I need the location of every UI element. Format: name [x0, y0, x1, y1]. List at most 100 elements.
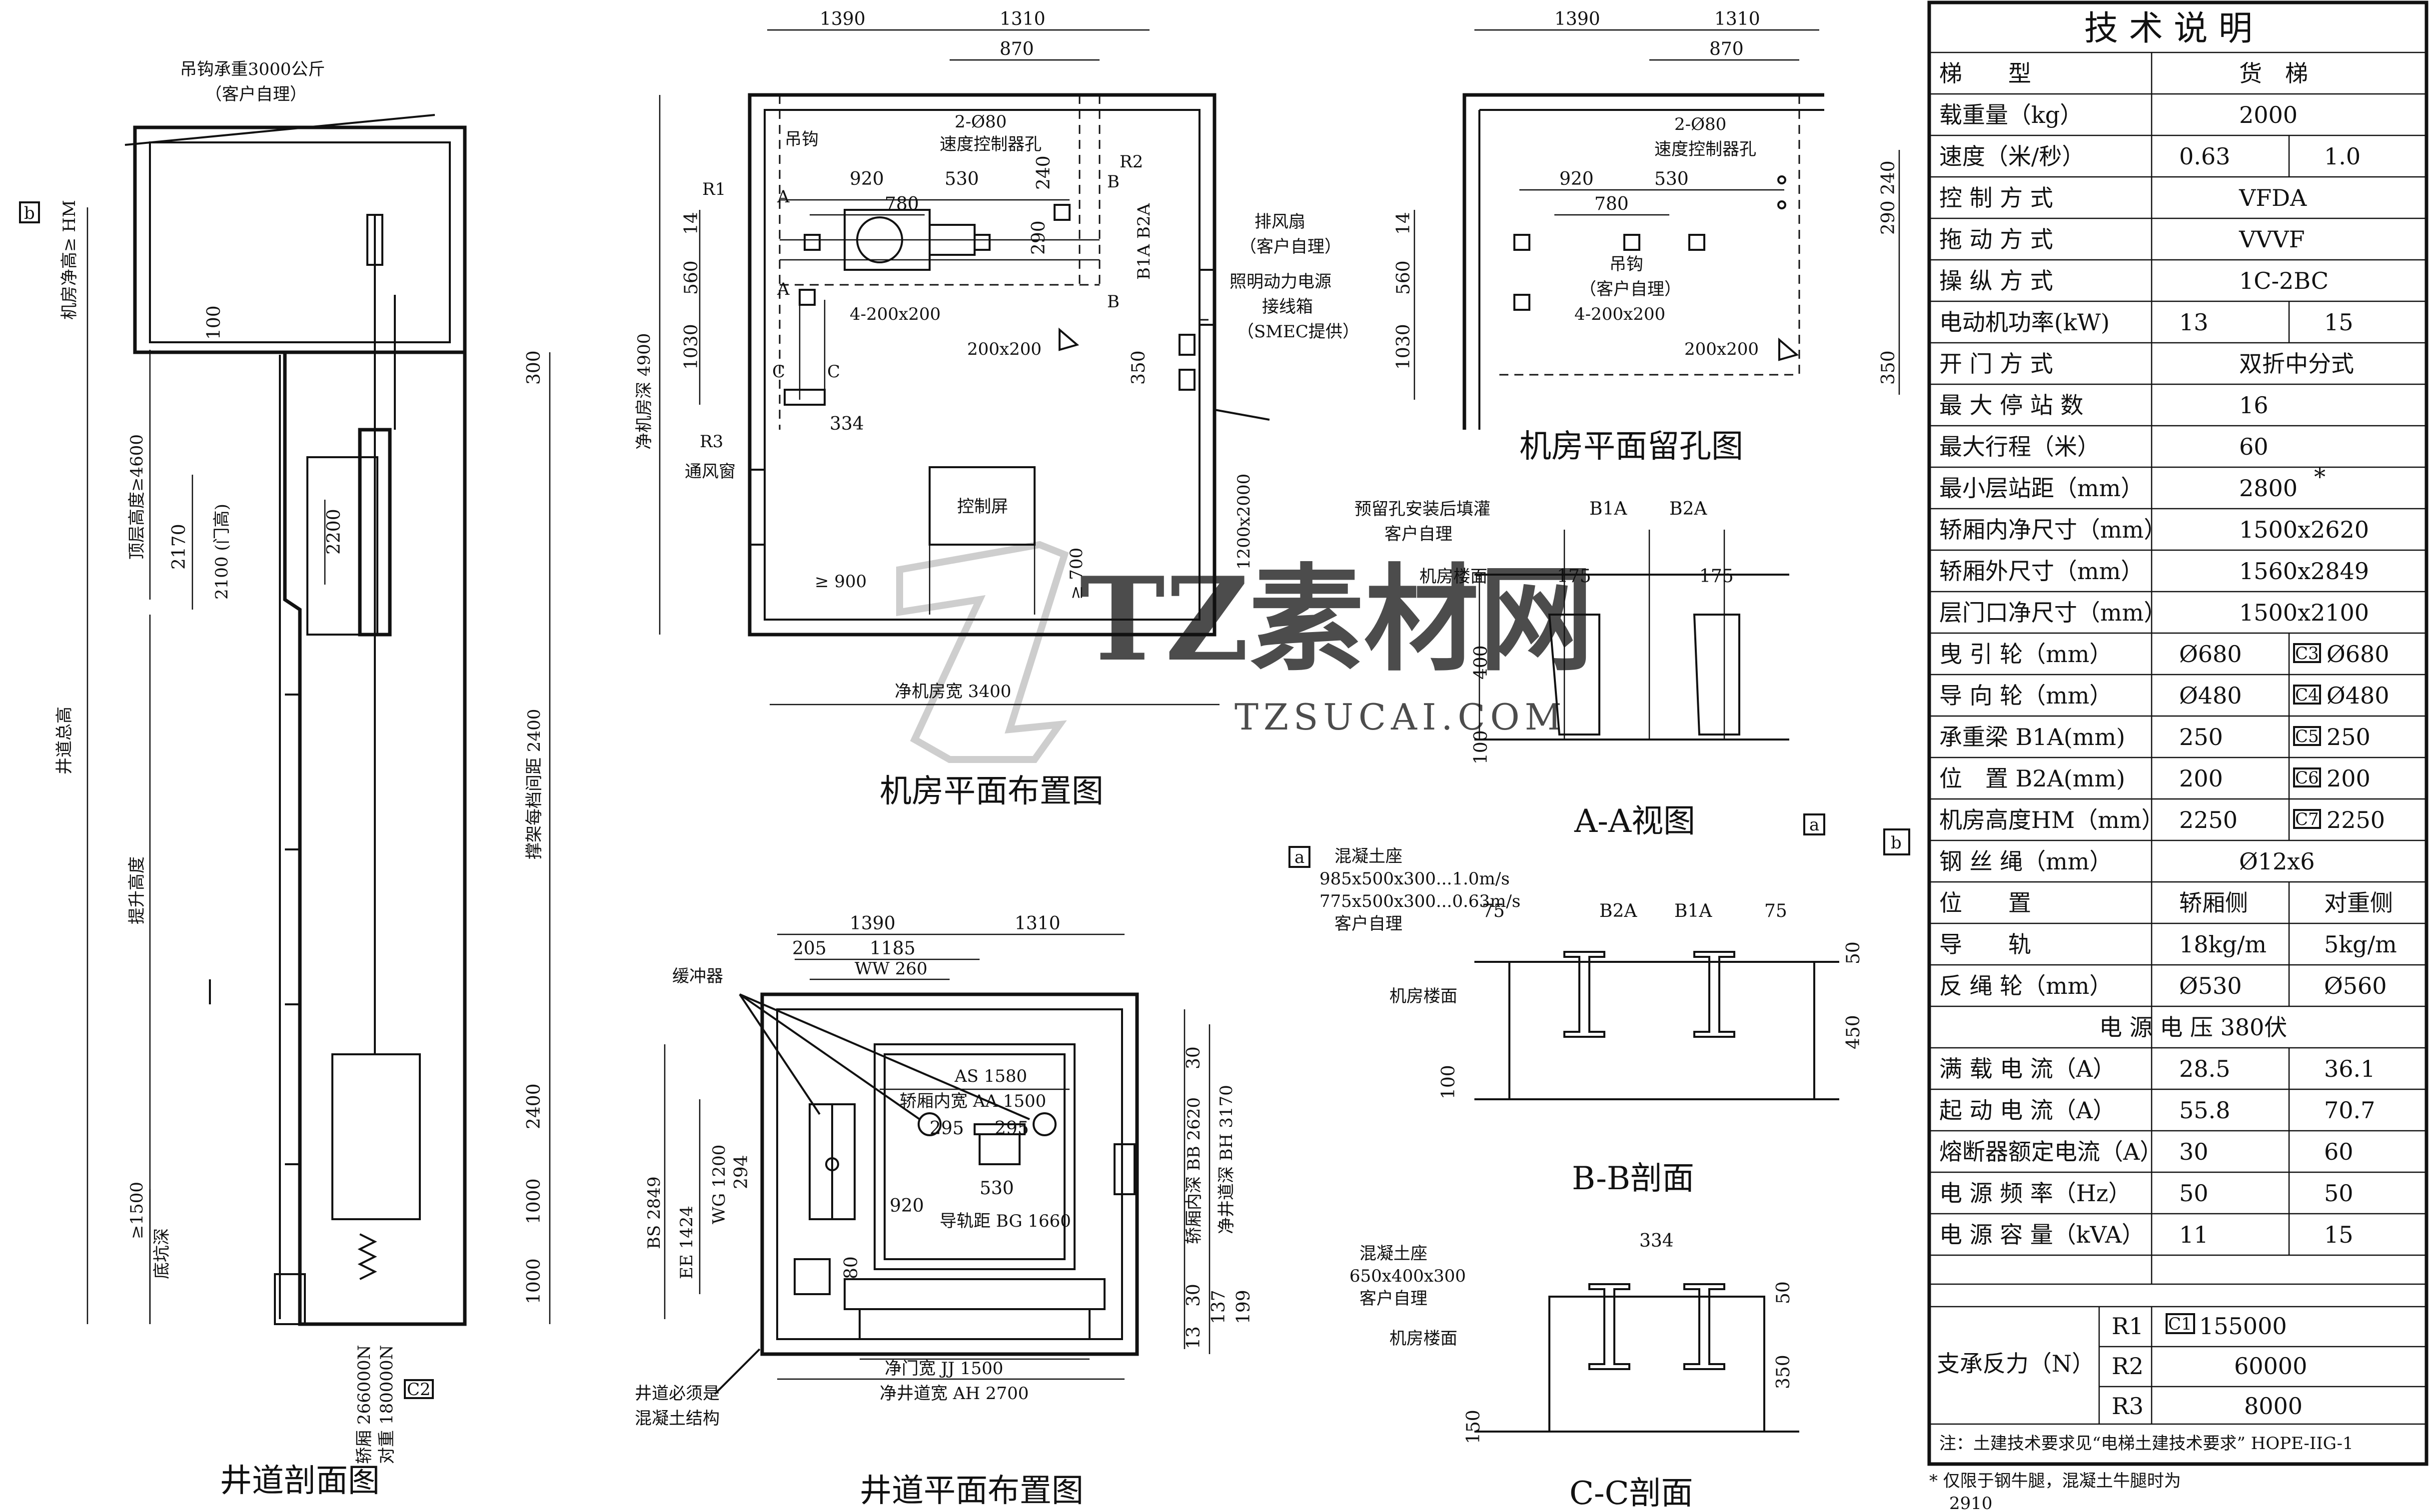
tech-row-value: VVVF [2239, 226, 2305, 253]
tech-table-tag-b: b [1891, 833, 1902, 853]
tech-row-label: 操 纵 方 式 [1939, 267, 2053, 294]
sp-dim-30b: 30 [1184, 1284, 1204, 1307]
bearing-r3: R3 [2112, 1393, 2144, 1420]
tech-row-value-1: Ø480 [2179, 682, 2242, 709]
mr-section-b-bottom: B [1107, 292, 1120, 312]
dim-2400: 2400 [524, 1083, 544, 1129]
tech-row-value: 16 [2239, 392, 2269, 419]
tech-row-label: 电 源 容 量（kVA） [1939, 1221, 2145, 1248]
tech-row-value-2: 15 [2324, 309, 2354, 336]
tech-row-value-2: 50 [2324, 1180, 2354, 1207]
sp-dim-137: 137 [1209, 1290, 1229, 1324]
mr-dim-780: 780 [885, 194, 919, 214]
sp-dim-295a: 295 [930, 1118, 964, 1139]
tech-row-value-1: 轿厢侧 [2179, 889, 2248, 916]
car-load-label: 轿厢 266000N [354, 1345, 374, 1464]
shaft-plan-view: 1390 1310 205 1185 WW 260 缓冲器 AS 1580 轿厢… [635, 913, 1254, 1510]
tech-row-value-1: 200 [2179, 765, 2223, 792]
bb-dim-50: 50 [1843, 941, 1864, 964]
tech-row-value-1: 11 [2179, 1221, 2209, 1248]
bearing-r3-value: 8000 [2244, 1393, 2303, 1420]
sp-aa: 轿厢内宽 AA 1500 [900, 1091, 1046, 1111]
bb-dim-450: 450 [1843, 1015, 1864, 1049]
aa-dim-100: 100 [1471, 730, 1491, 764]
bb-b2a: B2A [1599, 901, 1637, 921]
tech-row-value-2: 36.1 [2324, 1055, 2375, 1082]
dim-1000a: 1000 [524, 1178, 544, 1224]
mr-dim-240: 240 [1034, 155, 1054, 190]
rail-bracket-label: 撑架每档间距 2400 [524, 709, 544, 859]
cc-dim-150: 150 [1463, 1410, 1484, 1444]
tech-row-label: 速度（米/秒） [1939, 143, 2085, 170]
tech-row-value: 货 梯 [2239, 60, 2308, 87]
tech-row-value: 2800 [2239, 475, 2298, 502]
room-holes-view: 1390 1310 870 2-Ø80 速度控制器孔 920 780 530 1… [1393, 9, 1900, 465]
mr-r3: R3 [700, 432, 723, 452]
aa-b1a: B1A [1589, 499, 1627, 519]
dim-100: 100 [204, 305, 224, 340]
bearing-label: 支承反力（N） [1937, 1350, 2095, 1377]
mr-sq200: 200x200 [967, 339, 1042, 359]
sp-dim-205: 205 [792, 938, 827, 959]
aa-view: 预留孔安装后填灌 客户自理 机房楼面 B1A B2A 175 175 400 1… [1354, 499, 1825, 840]
tech-row-value-2: 70.7 [2324, 1097, 2375, 1124]
tech-row-label: 起 动 电 流（A） [1939, 1097, 2116, 1124]
tech-row-label: 位 置 [1939, 889, 2031, 916]
bb-dim-75a: 75 [1482, 901, 1505, 921]
tech-row-value: 1C-2BC [2239, 267, 2329, 294]
footnote-1: * 仅限于钢牛腿，混凝土牛腿时为 [1929, 1471, 2181, 1491]
shaft-total-label: 井道总高 [54, 707, 74, 774]
watermark-logo [896, 541, 1069, 763]
tech-row-value-2: 250 [2327, 724, 2371, 751]
sp-note-2: 混凝土结构 [635, 1409, 720, 1429]
shaft-section-title: 井道剖面图 [220, 1463, 380, 1500]
sp-dim-920: 920 [890, 1196, 924, 1216]
aa-note-2: 客户自理 [1384, 524, 1452, 544]
mr-holes-4: 4-200x200 [850, 304, 941, 324]
rh-dim-870: 870 [1709, 39, 1744, 59]
cw-load-label: 对重 180000N [377, 1345, 397, 1464]
mr-vent: 通风窗 [685, 462, 736, 482]
tech-row-label: 最大行程（米） [1939, 433, 2100, 460]
tech-row-value: 60 [2239, 433, 2269, 460]
mr-power-1: 照明动力电源 [1229, 272, 1331, 292]
rh-speed-hole-label: 速度控制器孔 [1654, 139, 1756, 159]
tech-row-value-2: 对重侧 [2324, 889, 2393, 916]
top-height-label: 顶层高度≥4600 [127, 434, 147, 560]
door-height-label: 2100 (门高) [212, 504, 232, 600]
watermark-sub: TZSUCAI.COM [1234, 696, 1566, 738]
rh-dim-350: 350 [1878, 350, 1899, 385]
aa-dim-175b: 175 [1699, 566, 1734, 587]
mr-speed-holes: 2-Ø80 [955, 112, 1007, 132]
hm-label: 机房净高≥ HM [59, 200, 79, 320]
tech-row-value-1: 18kg/m [2179, 931, 2267, 958]
mr-dim-560: 560 [681, 260, 702, 295]
tech-row-value-2: Ø480 [2327, 682, 2390, 709]
mr-dim-350: 350 [1129, 350, 1149, 385]
cc-floor: 机房楼面 [1389, 1329, 1457, 1349]
tech-row-value-1: 30 [2179, 1138, 2209, 1165]
mr-section-a-top: A [777, 187, 790, 207]
tech-row-label: 载重量（kg） [1939, 101, 2083, 128]
tech-row-value: Ø12x6 [2239, 848, 2315, 875]
tech-row-value-2: 1.0 [2324, 143, 2361, 170]
tech-row-value: 1500x2620 [2239, 516, 2369, 543]
bearing-r2-value: 60000 [2234, 1353, 2307, 1380]
cc-dim-350: 350 [1773, 1355, 1794, 1389]
tech-row-value-1: 50 [2179, 1180, 2209, 1207]
sp-ee: EE 1424 [677, 1206, 697, 1279]
mr-dim-1390: 1390 [820, 9, 866, 29]
tech-row-label: 钢 丝 绳（mm） [1939, 848, 2112, 875]
bearing-r1: R1 [2112, 1313, 2144, 1340]
rh-speed-holes: 2-Ø80 [1674, 114, 1726, 134]
tech-row-label: 反 绳 轮（mm） [1939, 972, 2112, 999]
mr-r1: R1 [702, 179, 726, 199]
tech-row-label: 电动机功率(kW) [1939, 309, 2110, 336]
rh-dim-780: 780 [1594, 194, 1629, 214]
tag-c2-box [404, 1379, 434, 1399]
tech-row-value-2: 200 [2327, 765, 2371, 792]
door-height-dim: 2170 [169, 524, 189, 570]
mr-depth: 净机房深 4900 [634, 333, 654, 450]
dim-300: 300 [524, 350, 544, 385]
bb-floor: 机房楼面 [1389, 986, 1457, 1006]
